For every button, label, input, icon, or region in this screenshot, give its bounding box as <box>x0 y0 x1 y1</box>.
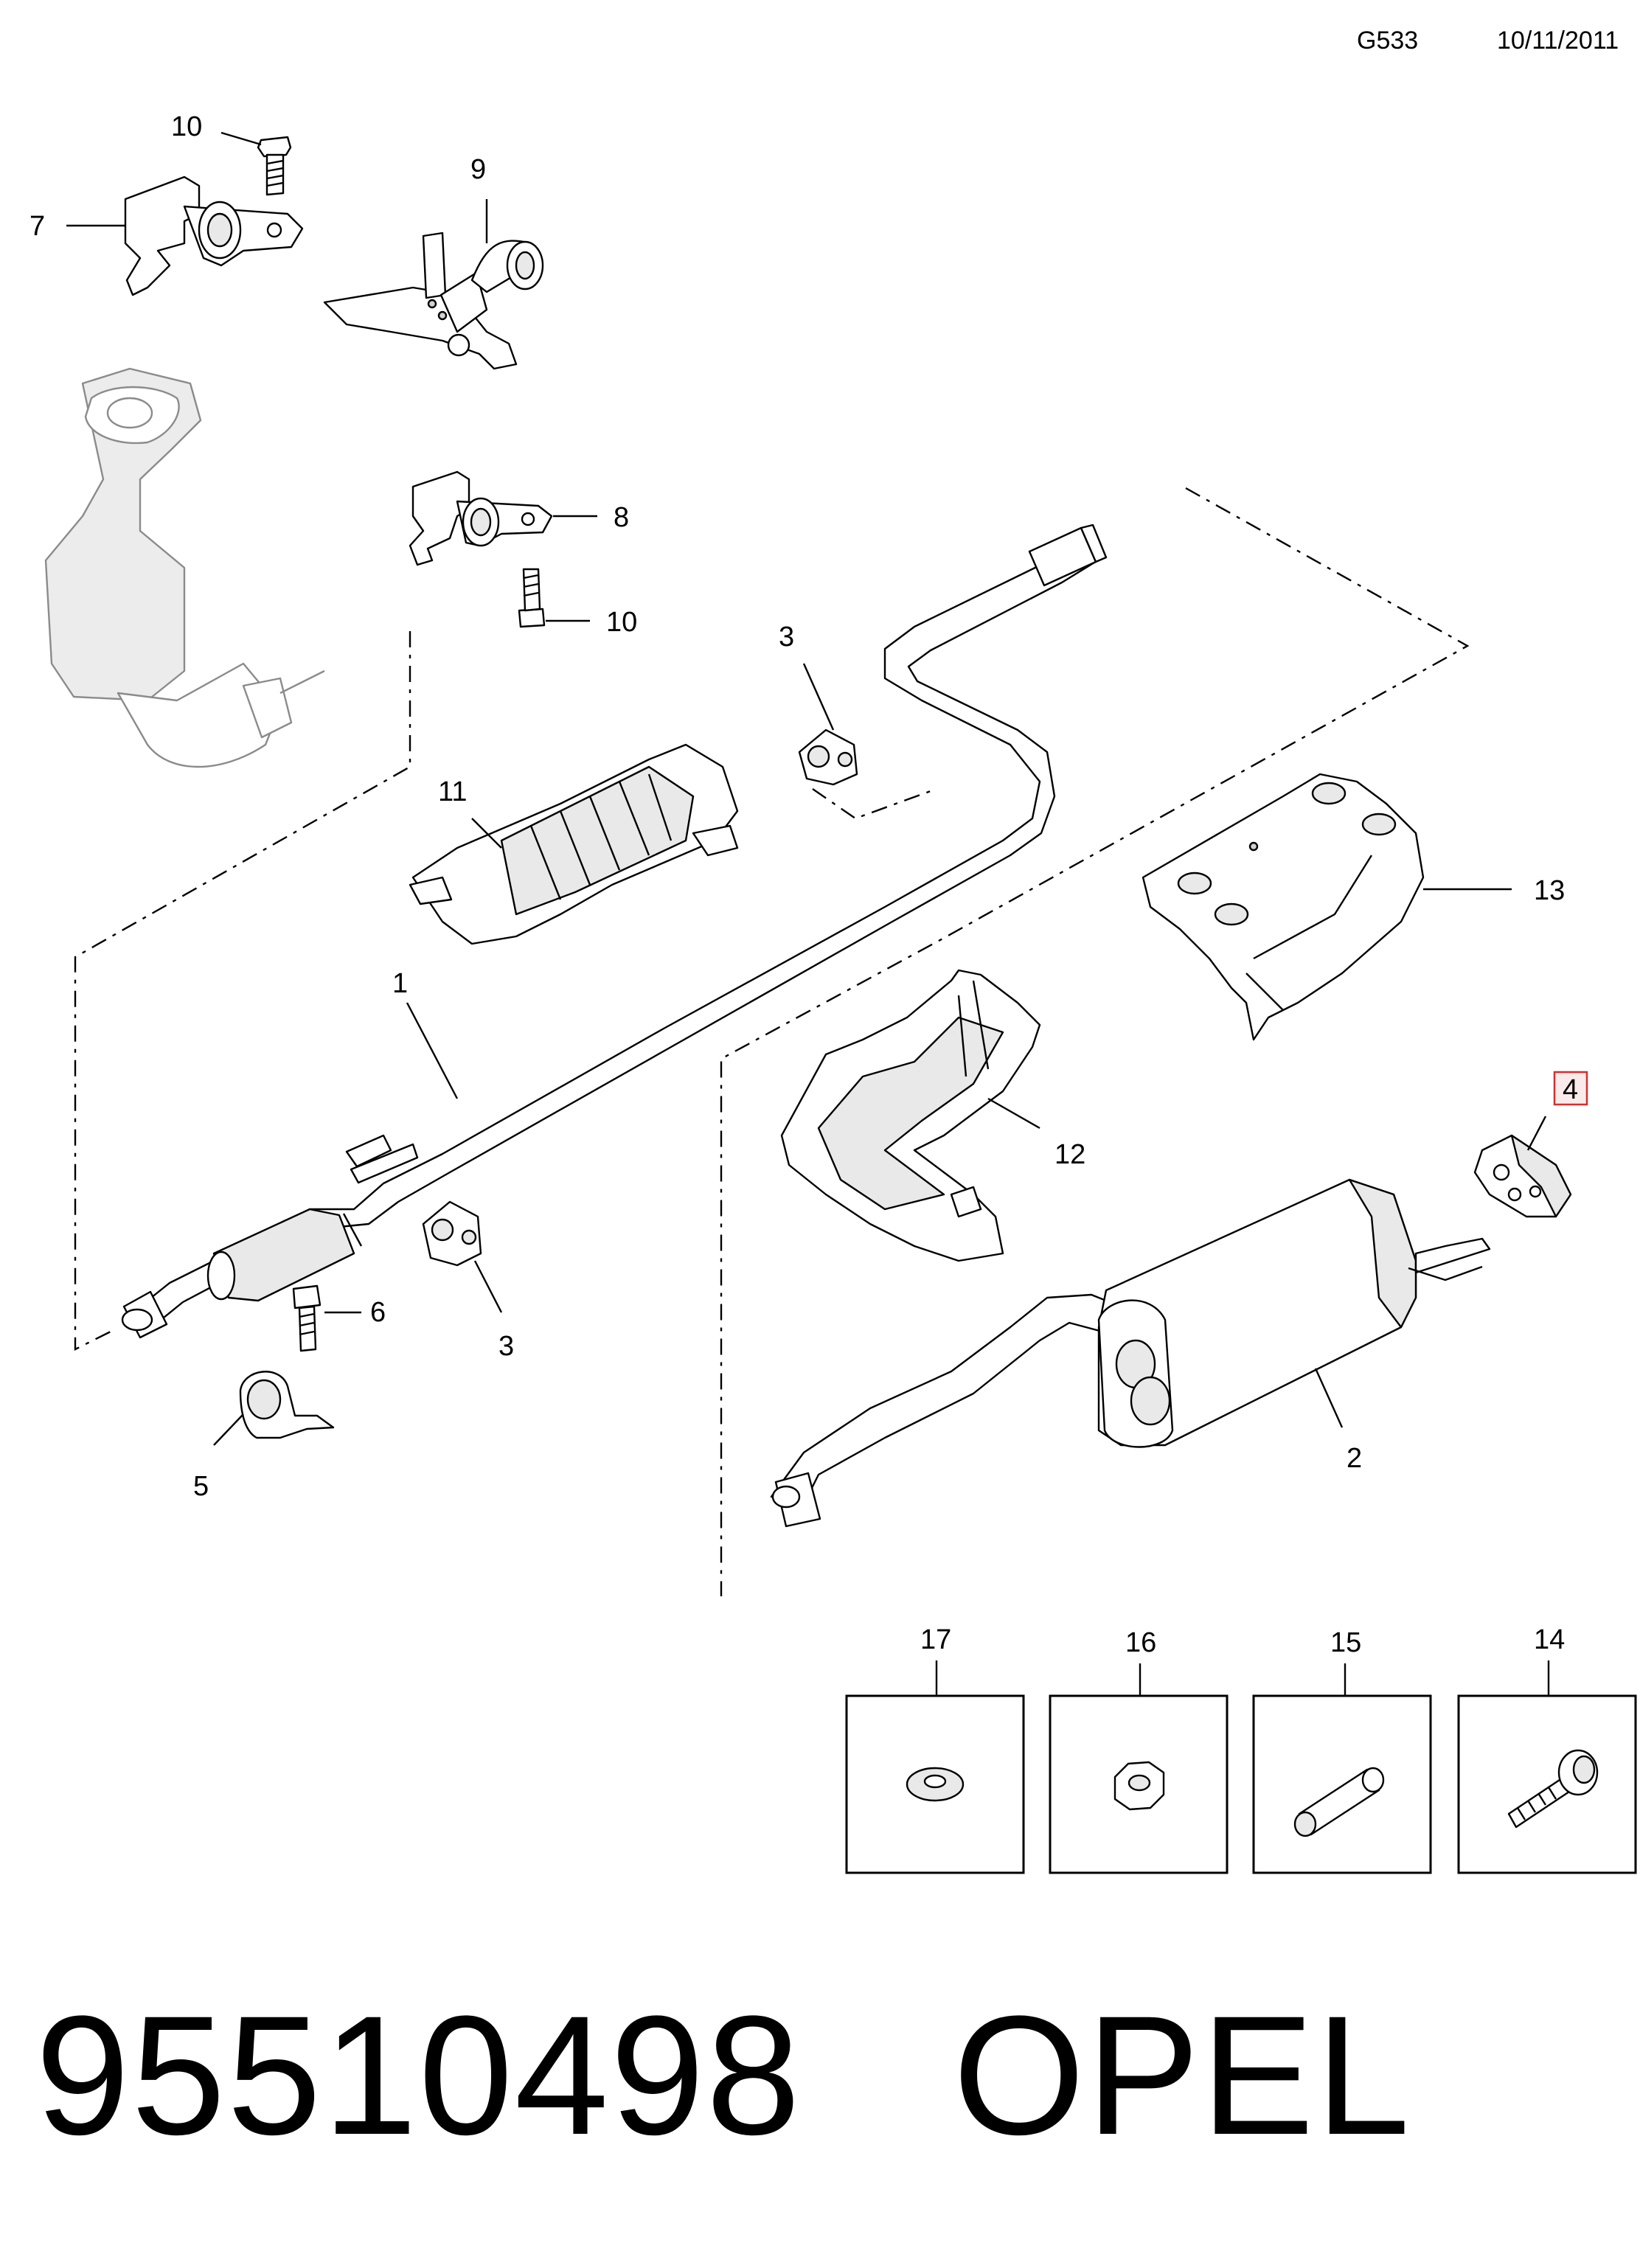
part-8-bracket <box>409 470 553 566</box>
part-3-hanger-bottom <box>422 1200 482 1267</box>
callout-9: 9 <box>470 154 486 185</box>
brand-name: OPEL <box>953 1980 1411 2170</box>
part-number: 95510498 <box>35 1980 802 2170</box>
callout-11: 11 <box>438 776 467 807</box>
callout-2: 2 <box>1347 1443 1362 1474</box>
hardware-box-17: 17 <box>845 1624 1025 1874</box>
callout-17: 17 <box>920 1624 951 1655</box>
hardware-box-16: 16 <box>1049 1627 1229 1874</box>
callout-16: 16 <box>1125 1627 1156 1658</box>
callout-8: 8 <box>614 502 629 533</box>
callout-15: 15 <box>1330 1627 1361 1658</box>
washer-icon <box>906 1767 965 1802</box>
hardware-box-14: 14 <box>1457 1624 1637 1874</box>
catalytic-converter <box>44 367 325 768</box>
callout-7: 7 <box>29 211 45 242</box>
diagram-code: G533 <box>1357 27 1419 55</box>
callout-14: 14 <box>1534 1624 1565 1655</box>
part-6-bolt <box>292 1284 322 1352</box>
group-outline-front <box>74 631 411 1351</box>
callout-4-highlight <box>1553 1071 1588 1106</box>
callout-13: 13 <box>1534 875 1565 906</box>
hanger-dash-link <box>812 787 937 820</box>
diagram-date: 10/11/2011 <box>1497 27 1619 55</box>
part-1-front-pipe <box>121 523 1108 1339</box>
hardware-box-15: 15 <box>1252 1627 1432 1874</box>
flange-bolt-icon <box>1507 1749 1599 1829</box>
callout-3-bottom: 3 <box>498 1331 514 1362</box>
part-2-rear-muffler <box>770 1178 1491 1528</box>
hex-nut-icon <box>1113 1761 1165 1811</box>
callout-10-middle: 10 <box>606 607 637 638</box>
part-4-rubber-mount <box>1473 1134 1572 1218</box>
part-11-heat-shield <box>409 743 739 945</box>
part-7-bracket <box>124 175 304 296</box>
callout-5: 5 <box>193 1471 209 1502</box>
callout-12: 12 <box>1054 1139 1085 1170</box>
group-outline-rear <box>720 487 1470 1596</box>
part-12-heat-shield <box>780 969 1041 1262</box>
part-13-heat-shield <box>1142 773 1425 1041</box>
part-9-bracket <box>323 232 544 370</box>
callout-4: 4 <box>1563 1074 1578 1105</box>
part-10-bolt-middle <box>518 568 546 628</box>
part-3-hanger-top <box>798 728 858 786</box>
part-5-clamp <box>239 1371 335 1439</box>
callout-1: 1 <box>392 968 408 999</box>
callout-6: 6 <box>370 1297 386 1328</box>
part-10-bolt-top <box>257 136 292 196</box>
callout-10-top: 10 <box>171 111 202 142</box>
leader-lines <box>66 131 1547 1446</box>
callout-3-top: 3 <box>779 622 794 653</box>
spacer-sleeve-icon <box>1293 1767 1385 1837</box>
